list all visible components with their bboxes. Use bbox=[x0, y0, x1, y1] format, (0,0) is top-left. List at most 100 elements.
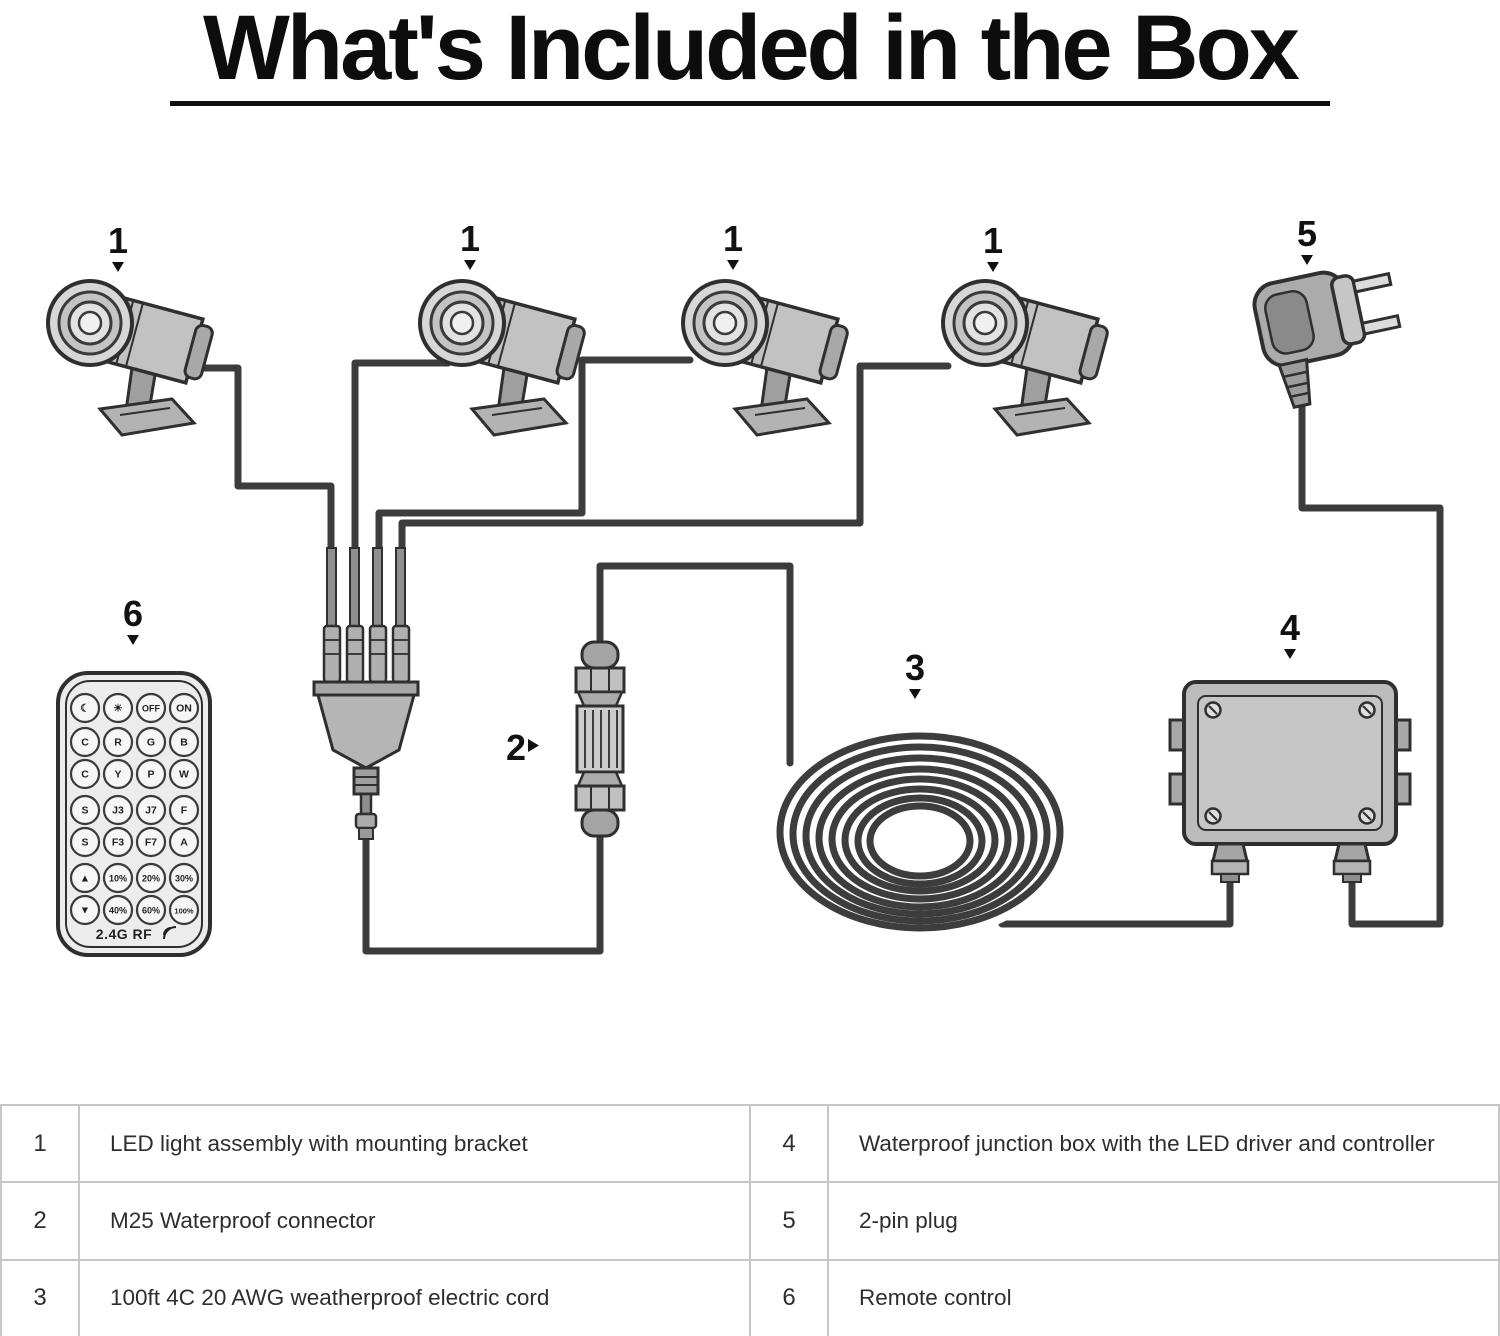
remote-button bbox=[102, 726, 134, 758]
remote-button bbox=[69, 862, 101, 894]
remote-button-label: ☾ bbox=[80, 703, 89, 715]
callout-led-3: 1 bbox=[723, 218, 743, 270]
remote-button-label: J3 bbox=[112, 805, 124, 817]
wire-light-4 bbox=[398, 362, 952, 584]
remote-button bbox=[102, 794, 134, 826]
callout-led-4: 1 bbox=[983, 220, 1003, 272]
table-row: 6 Remote control bbox=[751, 1260, 1498, 1336]
remote-button bbox=[135, 692, 167, 724]
remote-button bbox=[168, 726, 200, 758]
item-number: 6 bbox=[751, 1260, 829, 1336]
remote-button bbox=[69, 894, 101, 926]
item-number: 2 bbox=[2, 1183, 80, 1259]
item-description: Waterproof junction box with the LED dri… bbox=[859, 1130, 1435, 1156]
svg-text:3: 3 bbox=[905, 647, 925, 688]
remote-button-label: 10% bbox=[109, 874, 127, 884]
wire-coil-to-box bbox=[998, 868, 1234, 928]
svg-text:5: 5 bbox=[1297, 213, 1317, 254]
remote-button bbox=[168, 692, 200, 724]
remote-button bbox=[102, 826, 134, 858]
remote-button-label: F7 bbox=[145, 837, 157, 849]
wire-light-2 bbox=[351, 359, 452, 584]
led-spotlight-2 bbox=[418, 279, 590, 437]
junction-box bbox=[1168, 680, 1412, 883]
caret-down-icon bbox=[127, 635, 139, 645]
remote-button-label: 60% bbox=[142, 906, 160, 916]
remote-button-label: B bbox=[180, 737, 188, 749]
remote-button bbox=[102, 758, 134, 790]
splitter-connector bbox=[312, 547, 420, 840]
table-row: 4 Waterproof junction box with the LED d… bbox=[751, 1106, 1498, 1184]
remote-button-label: ▲ bbox=[80, 873, 90, 885]
remote-button bbox=[102, 894, 134, 926]
remote-button bbox=[102, 692, 134, 724]
wire-connector-to-coil bbox=[596, 562, 794, 767]
led-spotlight-4 bbox=[941, 279, 1113, 437]
diagram: ☾☀OFFONCRGBCYPWSJ3J7FSF3F7A▲10%20%30%▼40… bbox=[46, 213, 1444, 957]
remote-button-label: C bbox=[81, 737, 89, 749]
remote-button bbox=[168, 758, 200, 790]
remote-button bbox=[69, 794, 101, 826]
remote-button bbox=[135, 758, 167, 790]
table-row: 1 LED light assembly with mounting brack… bbox=[2, 1106, 749, 1184]
callout-connector: 2 bbox=[506, 727, 539, 768]
caret-down-icon bbox=[1284, 649, 1296, 659]
remote-button bbox=[168, 862, 200, 894]
item-number: 5 bbox=[751, 1183, 829, 1259]
remote-button bbox=[168, 794, 200, 826]
callout-led-2: 1 bbox=[460, 218, 480, 270]
remote-button-label: S bbox=[81, 805, 88, 817]
item-number: 1 bbox=[2, 1106, 80, 1182]
cord-coil bbox=[772, 732, 1068, 940]
svg-text:2: 2 bbox=[506, 727, 526, 768]
callout-box: 4 bbox=[1280, 607, 1300, 659]
callout-cord: 3 bbox=[905, 647, 925, 699]
table-row: 3 100ft 4C 20 AWG weatherproof electric … bbox=[2, 1260, 749, 1336]
remote-button-label: C bbox=[81, 769, 89, 781]
remote-button bbox=[135, 862, 167, 894]
remote-button-label: OFF bbox=[142, 704, 160, 714]
remote-button bbox=[135, 826, 167, 858]
page-title: What's Included in the Box bbox=[203, 0, 1300, 99]
item-description: 100ft 4C 20 AWG weatherproof electric co… bbox=[110, 1285, 550, 1311]
caret-down-icon bbox=[987, 262, 999, 272]
remote-button-label: A bbox=[180, 837, 188, 849]
caret-down-icon bbox=[727, 260, 739, 270]
remote-button bbox=[69, 826, 101, 858]
remote-button bbox=[168, 894, 200, 926]
item-description: M25 Waterproof connector bbox=[110, 1207, 376, 1233]
svg-text:6: 6 bbox=[123, 593, 143, 634]
remote-button bbox=[168, 826, 200, 858]
m25-connector bbox=[574, 640, 626, 838]
remote-button-label: ON bbox=[176, 703, 192, 715]
svg-text:4: 4 bbox=[1280, 607, 1300, 648]
led-spotlight-3 bbox=[681, 279, 853, 437]
item-number: 3 bbox=[2, 1260, 80, 1336]
parts-table: 1 LED light assembly with mounting brack… bbox=[0, 1104, 1500, 1336]
remote-button-label: W bbox=[179, 769, 189, 781]
remote-button bbox=[135, 726, 167, 758]
remote-button-label: G bbox=[147, 737, 155, 749]
title-underline bbox=[170, 101, 1330, 106]
rf-signal-icon bbox=[163, 926, 177, 940]
remote-button-label: 100% bbox=[174, 907, 194, 916]
remote-button bbox=[135, 794, 167, 826]
led-spotlight-1 bbox=[46, 279, 218, 437]
remote-button-label: F3 bbox=[112, 837, 124, 849]
item-description: 2-pin plug bbox=[859, 1207, 958, 1233]
item-description: Remote control bbox=[859, 1285, 1012, 1311]
parts-table-right-column: 4 Waterproof junction box with the LED d… bbox=[751, 1106, 1498, 1336]
remote-button-label: F bbox=[181, 805, 188, 817]
remote-button bbox=[135, 894, 167, 926]
remote-brand-label: 2.4G RF bbox=[96, 926, 152, 942]
remote-button bbox=[69, 692, 101, 724]
svg-text:1: 1 bbox=[460, 218, 480, 259]
caret-down-icon bbox=[464, 260, 476, 270]
wire-light-3 bbox=[375, 356, 694, 584]
remote-button-label: ☀ bbox=[113, 703, 123, 715]
svg-text:1: 1 bbox=[723, 218, 743, 259]
wire-splitter-to-connector bbox=[362, 826, 604, 955]
remote-button-label: 40% bbox=[109, 906, 127, 916]
callout-led-1: 1 bbox=[108, 220, 128, 272]
